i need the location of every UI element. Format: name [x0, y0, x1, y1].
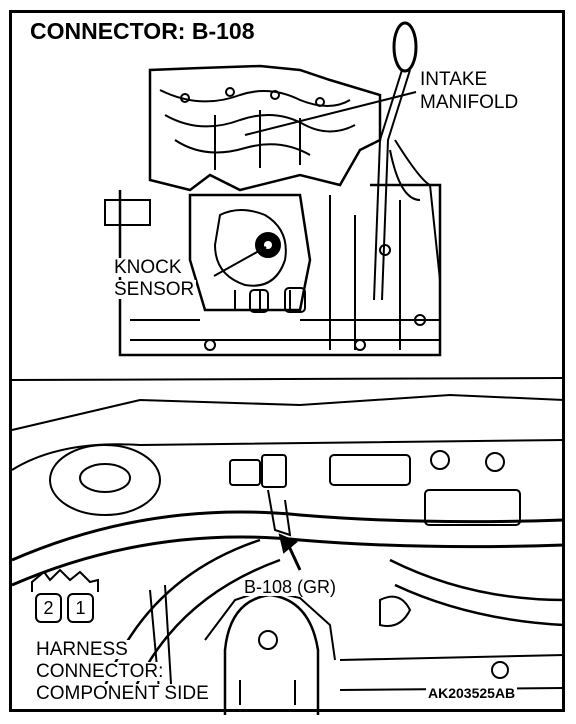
harness-label-line1: HARNESS	[34, 639, 130, 660]
diagram-title: CONNECTOR: B-108	[30, 18, 255, 44]
harness-label-line3: COMPONENT SIDE	[34, 683, 211, 704]
connector-color-label: B-108 (GR)	[242, 577, 339, 597]
engine-bay-bottom	[11, 393, 565, 715]
harness-pin-2: 2	[35, 593, 62, 623]
engine-block-top	[104, 21, 442, 357]
harness-pin-1: 1	[67, 593, 94, 623]
figure-code: AK203525AB	[426, 685, 518, 701]
knock-sensor-label-line2: SENSOR	[112, 279, 197, 300]
harness-label-line2: CONNECTOR:	[34, 661, 166, 682]
view-divider	[11, 377, 565, 381]
intake-manifold-label-line2: MANIFOLD	[418, 92, 521, 113]
intake-manifold-label-line1: INTAKE	[418, 69, 490, 90]
knock-sensor-label-line1: KNOCK	[112, 257, 184, 278]
